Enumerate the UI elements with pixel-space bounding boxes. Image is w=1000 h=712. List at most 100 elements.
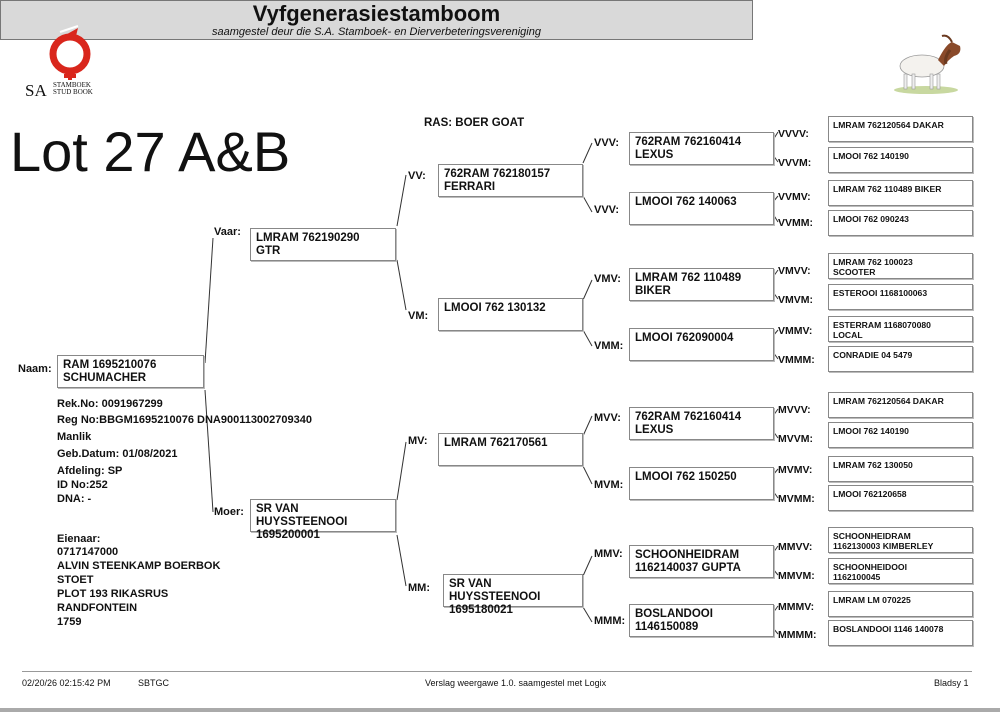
footer-page-label: Bladsy xyxy=(934,678,962,688)
mmv-box: SCHOONHEIDRAM 1162140037 GUPTA xyxy=(629,545,774,578)
owner-label: Eienaar: xyxy=(57,533,101,545)
mvmv-line1: LMRAM 762 130050 xyxy=(833,460,913,470)
mv-label: MV: xyxy=(408,435,428,447)
mvmm-box: LMOOI 762120658 xyxy=(828,485,973,511)
vv-name: FERRARI xyxy=(444,181,496,193)
vvv1-registration: 762RAM 762160414 xyxy=(635,136,742,148)
logo-emblem-icon xyxy=(49,25,91,80)
mmm-line1: BOSLANDOOI xyxy=(635,608,713,620)
footer-divider xyxy=(22,671,972,672)
vvvm-box: LMOOI 762 140190 xyxy=(828,147,973,173)
lot-label: Lot 27 A&B xyxy=(10,120,291,183)
animal-box: RAM 1695210076 SCHUMACHER xyxy=(57,355,204,388)
mmm-box: BOSLANDOOI 1146150089 xyxy=(629,604,774,637)
mvmv-box: LMRAM 762 130050 xyxy=(828,456,973,482)
mmmm-line1: BOSLANDOOI 1146 140078 xyxy=(833,624,944,634)
mvvv-box: LMRAM 762120564 DAKAR xyxy=(828,392,973,418)
vvv1-label: VVV: xyxy=(594,137,620,149)
logo-caption: STAMBOEK STUD BOOK xyxy=(53,82,93,96)
footer-page: Bladsy 1 xyxy=(934,678,969,688)
mmvv-label: MMVV: xyxy=(778,541,813,553)
vvv2-label: VVV: xyxy=(594,204,620,216)
mvv-label: MVV: xyxy=(594,412,621,424)
mmv-label: MMV: xyxy=(594,548,623,560)
vvmv-line1: LMRAM 762 110489 BIKER xyxy=(833,184,942,194)
vmvv-line1: LMRAM 762 100023 xyxy=(833,257,913,267)
detail-reg-no: Reg No:BBGM1695210076 DNA900113002709340 xyxy=(57,414,312,426)
vmmv-line1: ESTERRAM 1168070080 xyxy=(833,320,931,330)
dam-box: SR VAN HUYSSTEENOOI 1695200001 xyxy=(250,499,396,541)
report-header: Vyfgenerasiestamboom saamgestel deur die… xyxy=(0,0,753,40)
vv-box: 762RAM 762180157 FERRARI xyxy=(438,164,583,197)
mmv-line2: 1162140037 GUPTA xyxy=(635,562,741,574)
detail-id-no: ID No:252 xyxy=(57,479,108,491)
vvvm-label: VVVM: xyxy=(778,157,812,169)
vmv-label: VMV: xyxy=(594,273,621,285)
logo-line2: STUD BOOK xyxy=(53,88,93,96)
dam-label: Moer: xyxy=(214,506,244,518)
vvmm-label: VVMM: xyxy=(778,217,813,229)
mv-registration: LMRAM 762170561 xyxy=(444,437,548,449)
mmm-label: MMM: xyxy=(594,615,626,627)
owner-postal-code: 1759 xyxy=(57,616,82,628)
footer-page-number: 1 xyxy=(963,678,969,688)
footer-version: Verslag weergawe 1.0. saamgestel met Log… xyxy=(425,678,607,688)
vm-registration: LMOOI 762 130132 xyxy=(444,302,546,314)
mvm-label: MVM: xyxy=(594,479,624,491)
page-bottom-edge xyxy=(0,708,1000,712)
vmmm-line1: CONRADIE 04 5479 xyxy=(833,350,913,360)
logo-line1: STAMBOEK xyxy=(53,81,91,89)
mmvm-line1: SCHOONHEIDOOI xyxy=(833,562,908,572)
mvv-name: LEXUS xyxy=(635,424,674,436)
vvmv-label: VVMV: xyxy=(778,191,811,203)
mvm-registration: LMOOI 762 150250 xyxy=(635,471,737,483)
mvvv-label: MVVV: xyxy=(778,404,811,416)
mv-box: LMRAM 762170561 xyxy=(438,433,583,466)
vvmm-line1: LMOOI 762 090243 xyxy=(833,214,909,224)
vmmv-line2: LOCAL xyxy=(833,330,863,340)
mmvm-line2: 1162100045 xyxy=(833,572,881,582)
mvv-box: 762RAM 762160414 LEXUS xyxy=(629,407,774,440)
vm-label: VM: xyxy=(408,310,429,322)
mmmv-box: LMRAM LM 070225 xyxy=(828,591,973,617)
vvmv-box: LMRAM 762 110489 BIKER xyxy=(828,180,973,206)
vmm-label: VMM: xyxy=(594,340,624,352)
owner-address: PLOT 193 RIKASRUS xyxy=(57,588,169,600)
vmvv-box: LMRAM 762 100023 SCOOTER xyxy=(828,253,973,279)
vvv2-box: LMOOI 762 140063 xyxy=(629,192,774,225)
mm-line2: HUYSSTEENOOI xyxy=(449,591,541,603)
vvv1-name: LEXUS xyxy=(635,149,674,161)
detail-section: Afdeling: SP xyxy=(57,465,123,477)
mmvv-line2: 1162130003 KIMBERLEY xyxy=(833,541,934,551)
sa-stud-book-logo: SA STAMBOEK STUD BOOK xyxy=(20,24,105,102)
footer-code: SBTGC xyxy=(138,678,170,688)
vvv1-box: 762RAM 762160414 LEXUS xyxy=(629,132,774,165)
mvm-box: LMOOI 762 150250 xyxy=(629,467,774,500)
detail-birth-date: Geb.Datum: 01/08/2021 xyxy=(57,448,178,460)
logo-letters: SA xyxy=(25,81,47,100)
sire-label: Vaar: xyxy=(214,226,241,238)
vv-registration: 762RAM 762180157 xyxy=(444,168,551,180)
vmvm-label: VMVM: xyxy=(778,294,813,306)
goat-icon xyxy=(894,34,961,94)
vmvm-box: ESTEROOI 1168100063 xyxy=(828,284,973,310)
detail-rek-no: Rek.No: 0091967299 xyxy=(57,398,163,410)
vvv2-registration: LMOOI 762 140063 xyxy=(635,196,737,208)
animal-name-label: Naam: xyxy=(18,363,52,375)
mvvm-label: MVVM: xyxy=(778,433,813,445)
mmmm-label: MMMM: xyxy=(778,629,817,641)
owner-name-cont: STOET xyxy=(57,574,94,586)
sire-box: LMRAM 762190290 GTR xyxy=(250,228,396,261)
sire-registration: LMRAM 762190290 xyxy=(256,232,360,244)
mmvv-line1: SCHOONHEIDRAM xyxy=(833,531,911,541)
vvvv-label: VVVV: xyxy=(778,128,809,140)
vmmv-label: VMMV: xyxy=(778,325,813,337)
mvv-registration: 762RAM 762160414 xyxy=(635,411,742,423)
mmvm-label: MMVM: xyxy=(778,570,815,582)
report-subtitle: saamgestel deur die S.A. Stamboek- en Di… xyxy=(212,26,541,38)
vvvv-box: LMRAM 762120564 DAKAR xyxy=(828,116,973,142)
mmm-line2: 1146150089 xyxy=(635,621,699,633)
mm-line3: 1695180021 xyxy=(449,604,513,616)
footer-timestamp: 02/20/26 02:15:42 PM xyxy=(22,678,111,688)
